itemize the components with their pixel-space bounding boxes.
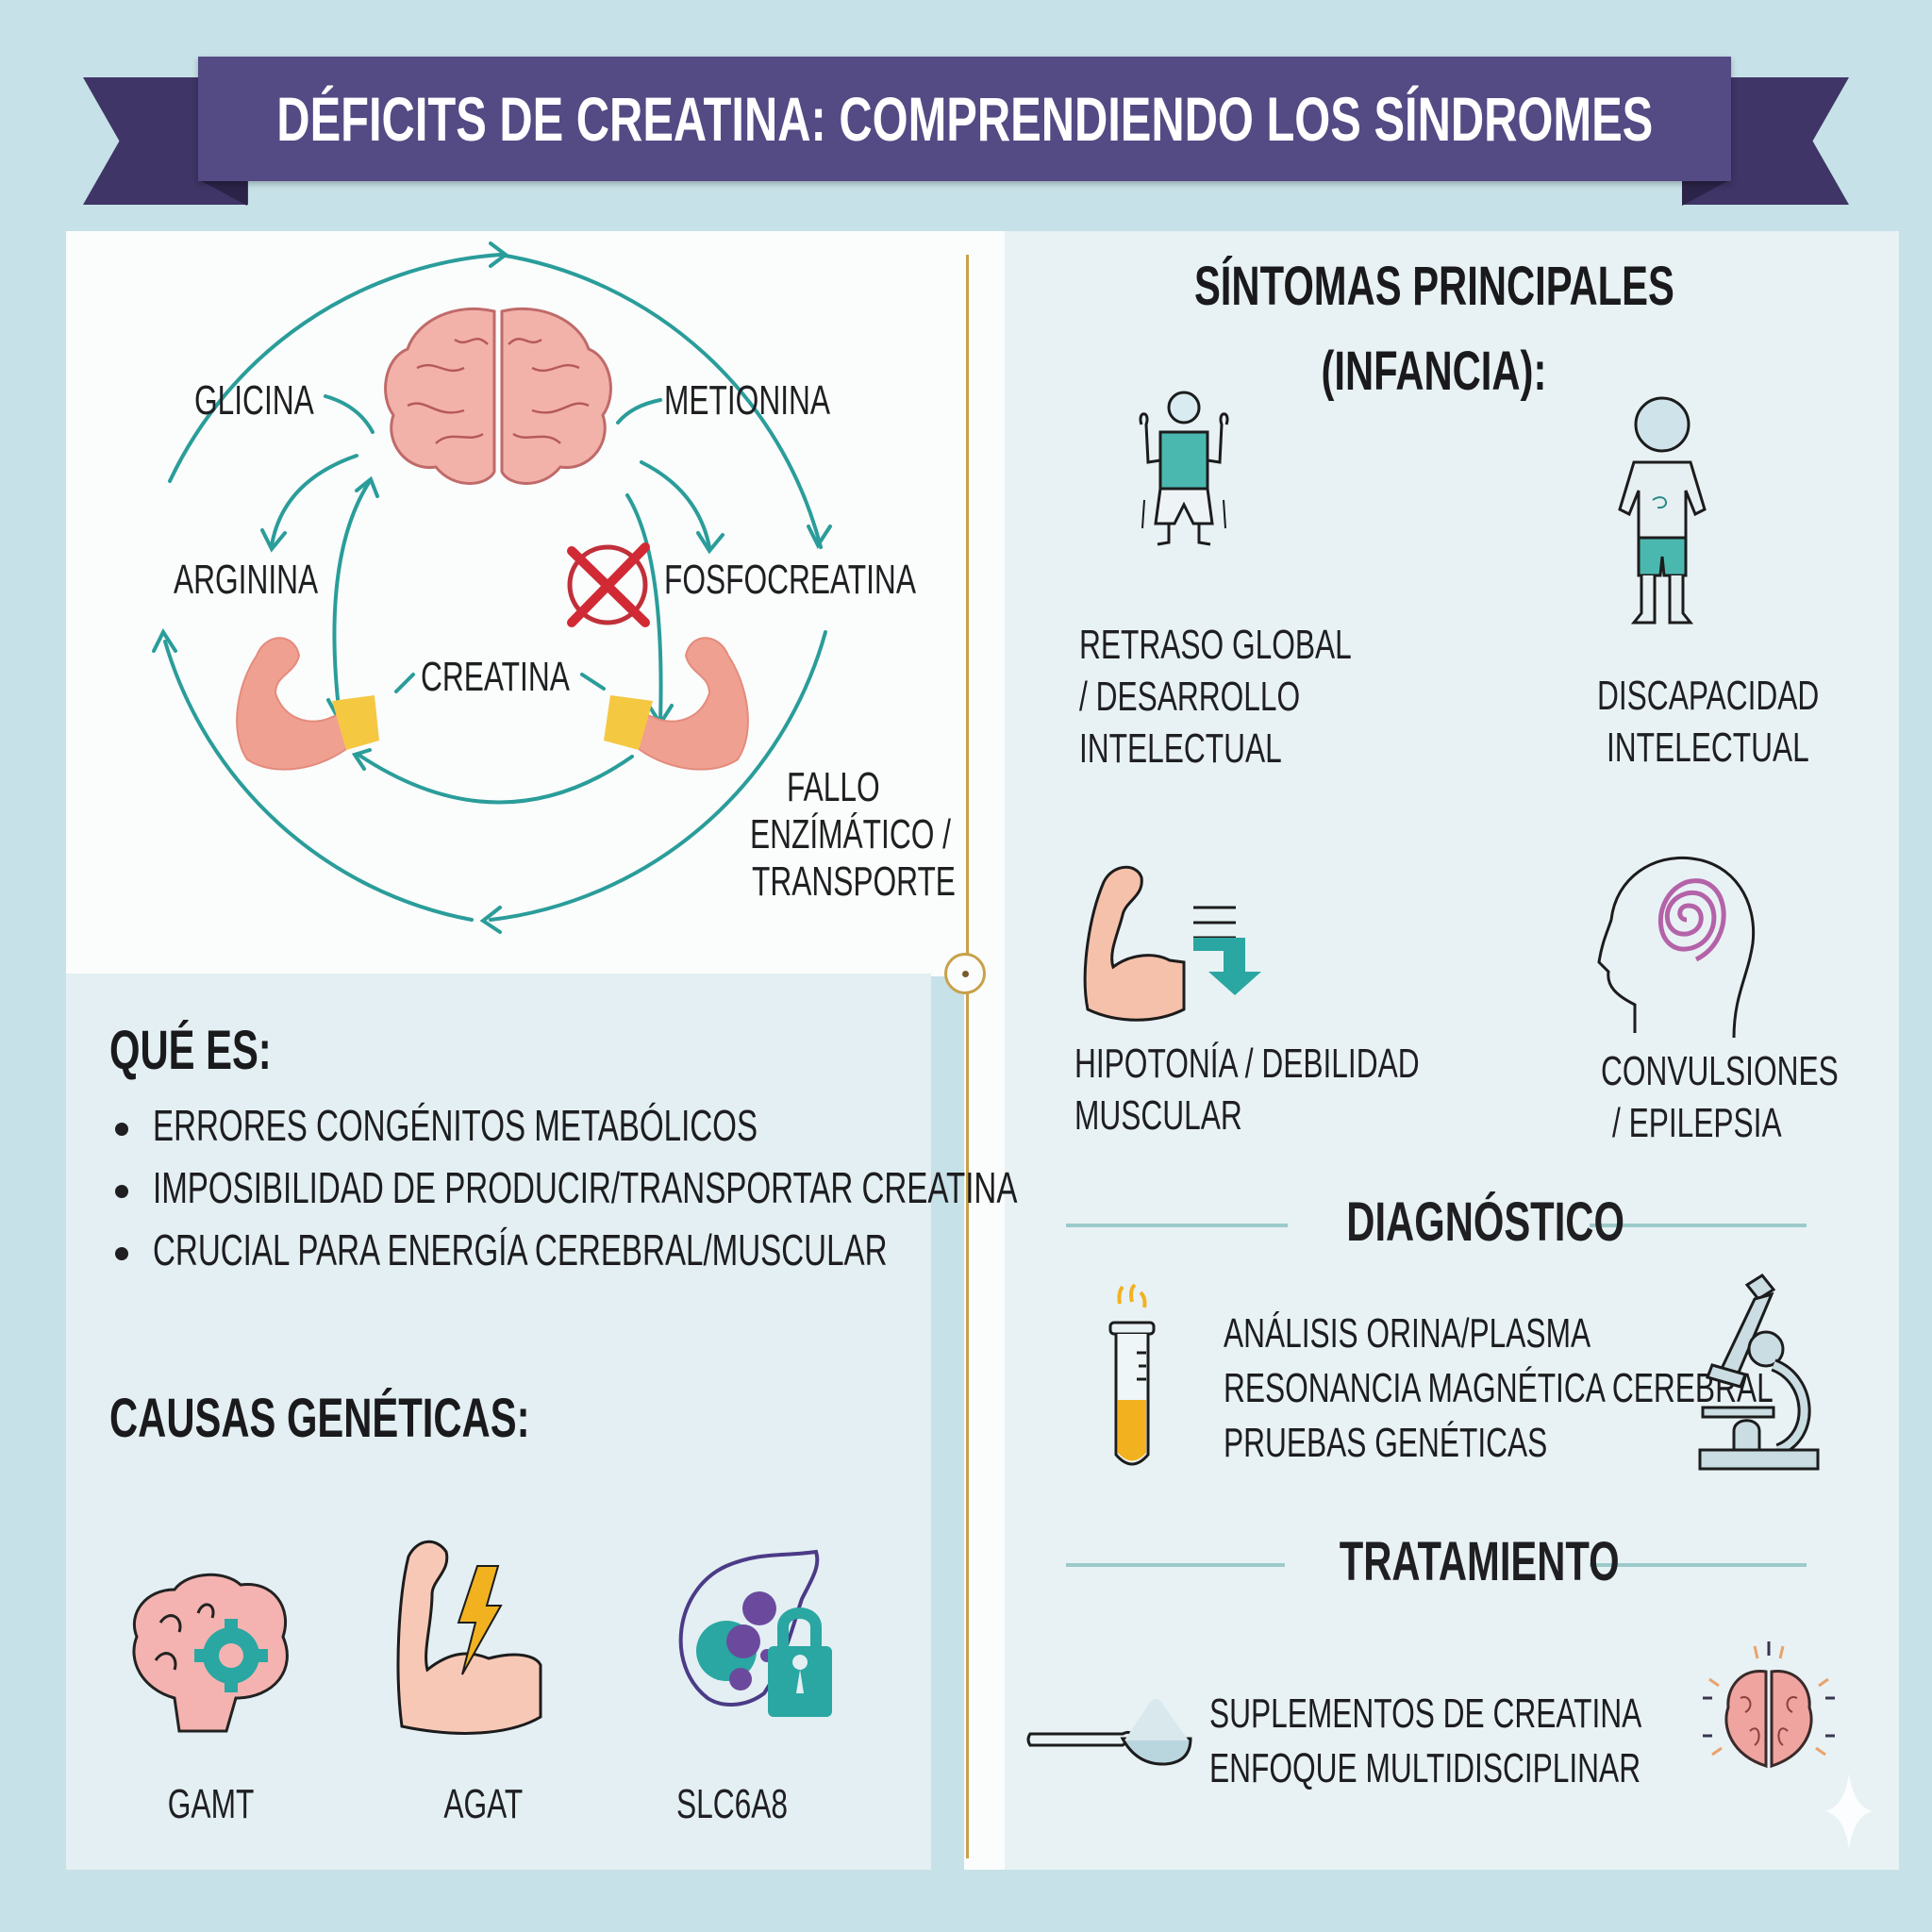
what-is-list: ERRORES CONGÉNITOS METABÓLICOS IMPOSIBIL… (111, 1094, 1354, 1281)
flexed-arm-icon-left (236, 637, 379, 771)
label-metionina: METIONINA (664, 377, 831, 424)
failure-note-line1: FALLO (787, 764, 880, 810)
treatment-item: SUPLEMENTOS DE CREATINA (1209, 1690, 1642, 1737)
bullet-icon (115, 1122, 128, 1136)
symptoms-heading-line2: (INFANCIA): (1321, 341, 1547, 402)
bullet-icon (115, 1184, 128, 1198)
what-is-item: CRUCIAL PARA ENERGÍA CEREBRAL/MUSCULAR (111, 1219, 1354, 1281)
bullet-icon (115, 1246, 128, 1260)
label-creatina: CREATINA (421, 654, 570, 700)
diagnosis-rule-left (1066, 1224, 1288, 1227)
vertical-divider (966, 255, 969, 1858)
symptom-hypotonia-label: HIPOTONÍA / DEBILIDAD MUSCULAR (1074, 1041, 1420, 1139)
symptom-seizures-label: CONVULSIONES / EPILEPSIA (1601, 1048, 1839, 1146)
treatment-item: ENFOQUE MULTIDISCIPLINAR (1209, 1745, 1641, 1791)
flexed-arm-icon-right (604, 637, 749, 771)
sparkle-icon (1825, 1774, 1873, 1849)
arm-lightning-icon (396, 1540, 542, 1735)
diagnosis-item: RESONANCIA MAGNÉTICA CEREBRAL (1224, 1365, 1774, 1411)
page-title: DÉFICITS DE CREATINA: COMPRENDIENDO LOS … (276, 84, 1653, 154)
what-is-item: IMPOSIBILIDAD DE PRODUCIR/TRANSPORTAR CR… (111, 1157, 1354, 1219)
scoop-spoon-icon (1026, 1699, 1192, 1766)
treatment-heading: TRATAMIENTO (1339, 1531, 1620, 1592)
gene-label-slc6a8: SLC6A8 (675, 1781, 788, 1827)
cell-lock-icon (678, 1549, 832, 1717)
failure-note-line3: TRANSPORTE (752, 858, 956, 905)
diagnosis-rule-right (1590, 1224, 1807, 1227)
weak-arm-down-arrow-icon (1083, 865, 1261, 1022)
diagnosis-list: ANÁLISIS ORINA/PLASMA RESONANCIA MAGNÉTI… (1224, 1307, 1932, 1471)
failure-note-line2: ENZÍMÁTICO / (750, 811, 951, 858)
radiating-brain-icon (1703, 1641, 1835, 1769)
label-fosfocreatina: FOSFOCREATINA (664, 557, 916, 603)
symptom-intellectual-disability-label: DISCAPACIDAD INTELECTUAL (1597, 673, 1820, 771)
treatment-rule-left (1066, 1563, 1285, 1567)
symptoms-heading-line1: SÍNTOMAS PRINCIPALES (1193, 256, 1674, 317)
child-arms-up-icon (1139, 391, 1229, 546)
diagnosis-item: PRUEBAS GENÉTICAS (1224, 1420, 1548, 1466)
diagnosis-heading: DIAGNÓSTICO (1346, 1191, 1624, 1253)
divider-ornament-icon (944, 953, 986, 994)
gene-label-gamt: GAMT (168, 1781, 255, 1827)
genetic-causes-heading: CAUSAS GENÉTICAS: (109, 1388, 530, 1449)
test-tube-icon (1108, 1283, 1156, 1466)
gene-label-agat: AGAT (443, 1781, 523, 1827)
brain-gear-icon (132, 1573, 289, 1733)
label-arginina: ARGININA (174, 557, 319, 603)
child-standing-icon (1618, 396, 1707, 625)
what-is-item: ERRORES CONGÉNITOS METABÓLICOS (111, 1094, 1354, 1157)
what-is-heading: QUÉ ES: (109, 1020, 272, 1081)
divider-ornament-dot (962, 971, 969, 977)
brain-icon (384, 307, 612, 485)
diagnosis-item: ANÁLISIS ORINA/PLASMA (1224, 1310, 1591, 1357)
microscope-icon (1698, 1274, 1820, 1471)
divider-gutter (964, 231, 1006, 1870)
symptom-delay-label: RETRASO GLOBAL / DESARROLLO INTELECTUAL (1079, 622, 1352, 772)
info-panel-right (1005, 231, 1899, 1870)
label-glicina: GLICINA (194, 377, 314, 424)
title-banner: DÉFICITS DE CREATINA: COMPRENDIENDO LOS … (198, 57, 1731, 181)
blocked-x-icon (567, 542, 650, 627)
head-spiral-icon (1597, 856, 1756, 1039)
treatment-rule-right (1590, 1563, 1807, 1567)
treatment-list: SUPLEMENTOS DE CREATINA ENFOQUE MULTIDIS… (1209, 1687, 1810, 1796)
